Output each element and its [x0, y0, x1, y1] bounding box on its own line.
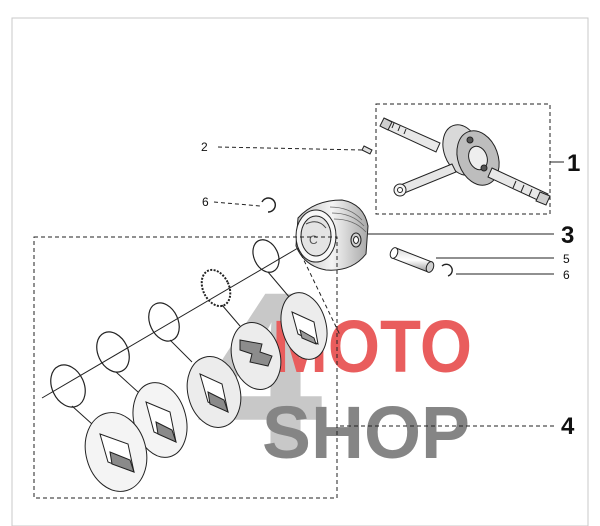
svg-text:C: C — [309, 233, 318, 247]
small-pin — [361, 145, 373, 155]
piston-pin — [389, 247, 435, 273]
ring-3 — [148, 302, 180, 342]
crankshaft-assembly — [379, 117, 551, 206]
circlip-right — [441, 263, 453, 277]
callout-4: 4 — [561, 413, 575, 440]
leader-lines — [213, 146, 564, 427]
ring-1 — [252, 239, 280, 273]
ring-5 — [50, 364, 86, 408]
ring-set-group-box — [33, 236, 338, 499]
callout-3: 3 — [561, 222, 574, 249]
crankshaft-group-box — [375, 103, 551, 215]
ring-axis-line — [41, 247, 299, 399]
leader-6a — [213, 201, 261, 207]
circlip-left — [261, 197, 276, 213]
ring-2-oil — [200, 268, 232, 308]
ring-section-details — [71, 271, 328, 492]
watermark-line2: SHOP — [262, 391, 470, 474]
ring-4 — [96, 331, 130, 373]
piston: C — [295, 199, 369, 271]
callout-6-right: 6 — [563, 268, 570, 282]
callout-1: 1 — [567, 150, 580, 177]
callout-2: 2 — [201, 140, 208, 154]
ring-link-line — [297, 247, 341, 336]
callout-6-left: 6 — [202, 195, 209, 209]
leader-2 — [217, 146, 363, 151]
piston-rings — [50, 239, 280, 408]
callout-5: 5 — [563, 252, 570, 266]
drawing-frame — [11, 17, 589, 526]
